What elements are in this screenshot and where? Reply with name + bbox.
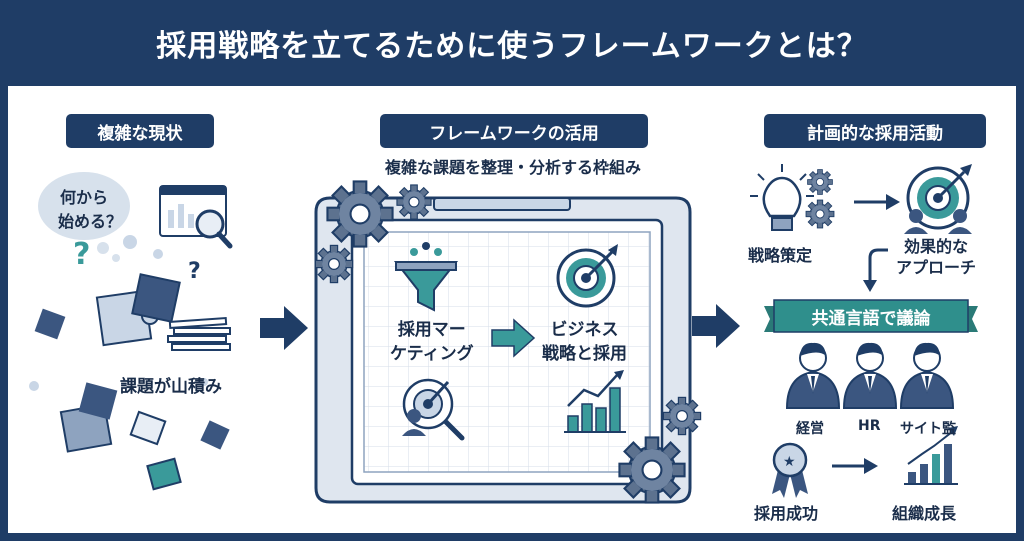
label-approach: 効果的な アプローチ — [896, 236, 976, 278]
gear-icon — [314, 244, 354, 284]
arrow-icon — [863, 248, 888, 292]
arrow-icon — [692, 304, 740, 348]
recruit-marketing-line-1: 採用マー — [397, 320, 466, 340]
section-label-planned: 計画的な採用活動 — [764, 114, 986, 148]
businessperson-icon — [900, 341, 954, 409]
person-label-management: 経営 — [796, 421, 824, 437]
question-mark-icon: ? ? — [73, 237, 201, 284]
gear-icon — [326, 180, 394, 248]
caption-issues: 課題が山積み — [120, 377, 222, 397]
arrow-icon — [832, 458, 878, 474]
lightbulb-icon — [750, 164, 814, 231]
recruit-marketing-line-2: ケティング — [390, 344, 474, 364]
banner-common-language: 共通言語で議論 — [811, 309, 931, 329]
svg-text:?: ? — [73, 237, 90, 272]
illustration-canvas: ? ? — [29, 164, 978, 504]
person-label-site: サイト監 — [900, 421, 956, 437]
funnel-icon — [393, 242, 459, 312]
gear-icon — [807, 169, 833, 195]
businessperson-icon — [786, 341, 840, 409]
approach-line-1: 効果的な — [904, 237, 969, 256]
gear-icon — [396, 184, 432, 220]
content-panel: ? ? — [8, 86, 1016, 533]
banner-ribbon — [764, 299, 978, 333]
magnifier-icon — [195, 209, 233, 249]
medal-icon: ★ — [772, 442, 808, 498]
speech-bubble-icon — [38, 172, 130, 262]
bubble-text: 何から 始める？ — [58, 184, 123, 232]
label-hiring-success: 採用成功 — [754, 504, 819, 523]
target-icon — [904, 164, 972, 234]
person-label-hr: HR — [858, 418, 881, 434]
businessperson-icon — [843, 341, 897, 409]
people-icon — [402, 378, 465, 441]
gear-icon — [618, 436, 686, 504]
title-bar: 採用戦略を立てるために使うフレームワークとは？ — [0, 0, 1024, 86]
approach-line-2: アプローチ — [896, 258, 977, 277]
label-org-growth: 組織成長 — [892, 504, 957, 523]
bubble-line-1: 何から — [59, 188, 108, 207]
target-icon — [556, 244, 618, 308]
label-recruit-marketing: 採用マー ケティング — [390, 318, 474, 366]
gear-icon — [805, 199, 835, 229]
stacked-papers-icon — [167, 316, 231, 351]
arrow-icon — [491, 318, 536, 358]
business-strategy-line-1: ビジネス — [550, 320, 619, 340]
section-label-framework: フレームワークの活用 — [380, 114, 648, 148]
svg-text:?: ? — [188, 259, 201, 284]
framework-subtitle: 複雑な課題を整理・分析する枠組み — [384, 158, 641, 177]
bar-chart-icon — [564, 370, 626, 433]
section-label-current: 複雑な現状 — [66, 114, 214, 148]
page-title: 採用戦略を立てるために使うフレームワークとは？ — [156, 29, 868, 64]
bubble-line-2: 始める？ — [58, 212, 123, 231]
label-business-strategy: ビジネス 戦略と採用 — [542, 318, 627, 366]
arrow-icon — [260, 306, 308, 350]
label-strategy: 戦略策定 — [748, 246, 813, 265]
arrow-icon — [854, 194, 900, 210]
puzzle-icon — [29, 273, 230, 491]
svg-text:★: ★ — [783, 454, 796, 470]
growth-chart-icon — [904, 426, 958, 485]
business-strategy-line-2: 戦略と採用 — [542, 344, 627, 364]
gear-icon — [662, 396, 702, 436]
